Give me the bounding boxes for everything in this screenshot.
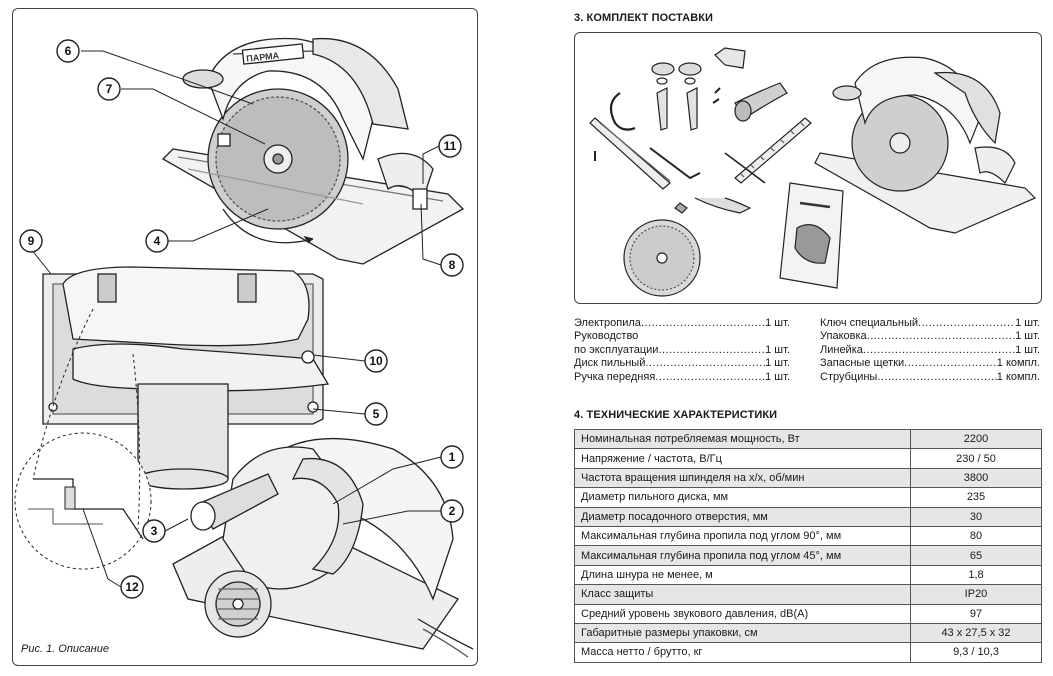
detail-circle — [14, 308, 152, 570]
callout-2: 2 — [449, 504, 456, 518]
spec-param: Масса нетто / брутто, кг — [574, 642, 911, 663]
nut-1 — [651, 62, 675, 76]
spec-param: Напряжение / частота, В/Гц — [574, 448, 911, 469]
kit-illustration — [589, 47, 1037, 297]
brand-label: ПАРМА — [246, 50, 280, 63]
kit-item: Ручка передняя1 шт. — [574, 371, 790, 384]
kit-item: Запасные щетки1 компл. — [820, 357, 1040, 370]
callout-12: 12 — [125, 580, 139, 594]
kit-illustration-frame — [574, 32, 1042, 304]
specs-section-title: 4. ТЕХНИЧЕСКИЕ ХАРАКТЕРИСТИКИ — [574, 409, 778, 421]
callout-8: 8 — [449, 258, 456, 272]
spec-param: Средний уровень звукового давления, dB(A… — [574, 603, 911, 624]
saw-top-view — [161, 37, 465, 265]
spec-value: 235 — [910, 487, 1042, 508]
spec-value: 1,8 — [910, 564, 1042, 586]
kit-item: Ключ специальный 1 шт. — [820, 317, 1040, 330]
bolt-1 — [656, 87, 668, 131]
spec-value: IP20 — [910, 584, 1042, 605]
spec-param: Частота вращения шпинделя на х/х, об/мин — [574, 467, 911, 489]
callout-6: 6 — [65, 44, 72, 58]
hex-key — [649, 147, 701, 180]
spec-value: 3800 — [910, 467, 1042, 489]
callout-11: 11 — [444, 139, 457, 153]
callout-10: 10 — [369, 354, 383, 368]
spec-value: 97 — [910, 603, 1042, 624]
callout-5: 5 — [373, 407, 380, 421]
spec-value: 80 — [910, 525, 1042, 547]
guide-rail — [589, 117, 671, 190]
spec-value: 9,3 / 10,3 — [910, 642, 1042, 663]
bracket — [694, 197, 752, 214]
spec-param: Номинальная потребляемая мощность, Вт — [574, 428, 911, 450]
spec-param: Длина шнура не менее, м — [574, 564, 911, 586]
spec-param: Максимальная глубина пропила под углом 4… — [574, 545, 911, 566]
spec-value: 30 — [910, 506, 1042, 527]
table-row: Средний уровень звукового давления, dB(A… — [574, 603, 1042, 624]
callout-4: 4 — [154, 234, 161, 248]
spec-value: 230 / 50 — [910, 448, 1042, 469]
spec-param: Максимальная глубина пропила под углом 9… — [574, 525, 911, 547]
spec-value: 65 — [910, 545, 1042, 566]
saw-mid-view — [42, 266, 330, 490]
saw-bottom-view — [172, 437, 474, 658]
callout-1: 1 — [449, 450, 456, 464]
figure-frame: 6 7 11 4 8 9 10 5 1 2 3 12 ПАРМА Рис. 1.… — [12, 8, 478, 666]
table-row: Максимальная глубина пропила под углом 9… — [574, 525, 1042, 547]
clamp-hook — [609, 92, 636, 131]
callout-circles — [19, 39, 464, 599]
kit-item: Электропила1 шт. — [574, 317, 790, 330]
clip — [714, 47, 746, 69]
callout-7: 7 — [106, 82, 113, 96]
bolt-2 — [686, 87, 698, 131]
table-row: Частота вращения шпинделя на х/х, об/мин… — [574, 467, 1042, 489]
callout-9: 9 — [28, 234, 35, 248]
kit-section-title: 3. КОМПЛЕКТ ПОСТАВКИ — [574, 12, 714, 24]
kit-item: Упаковка 1 шт. — [820, 330, 1040, 343]
kit-list-right: Ключ специальный 1 шт. Упаковка 1 шт. Ли… — [820, 317, 1040, 384]
table-row: Максимальная глубина пропила под углом 4… — [574, 545, 1042, 566]
spec-param: Диаметр посадочного отверстия, мм — [574, 506, 911, 527]
spec-param: Класс защиты — [574, 584, 911, 605]
kit-saw — [814, 56, 1037, 234]
kit-item: по эксплуатации1 шт. — [574, 344, 790, 357]
spec-value: 43 х 27,5 х 32 — [910, 622, 1042, 644]
kit-item: Струбцины1 компл. — [820, 371, 1040, 384]
spec-value: 2200 — [910, 428, 1042, 450]
kit-item: Линейка1 шт. — [820, 344, 1040, 357]
nut-2 — [678, 62, 702, 76]
callout-3: 3 — [151, 524, 158, 538]
figure-caption: Рис. 1. Описание — [21, 643, 109, 655]
spec-param: Габаритные размеры упаковки, см — [574, 622, 911, 644]
spec-param: Диаметр пильного диска, мм — [574, 487, 911, 508]
callout-leaders — [30, 50, 442, 588]
kit-item: Диск пильный 1 шт. — [574, 357, 790, 370]
kit-list-left: Электропила1 шт. Руководство по эксплуат… — [574, 317, 790, 384]
kit-item: Руководство — [574, 330, 639, 343]
saw-illustration: 6 7 11 4 8 9 10 5 1 2 3 12 ПАРМА — [14, 37, 474, 658]
